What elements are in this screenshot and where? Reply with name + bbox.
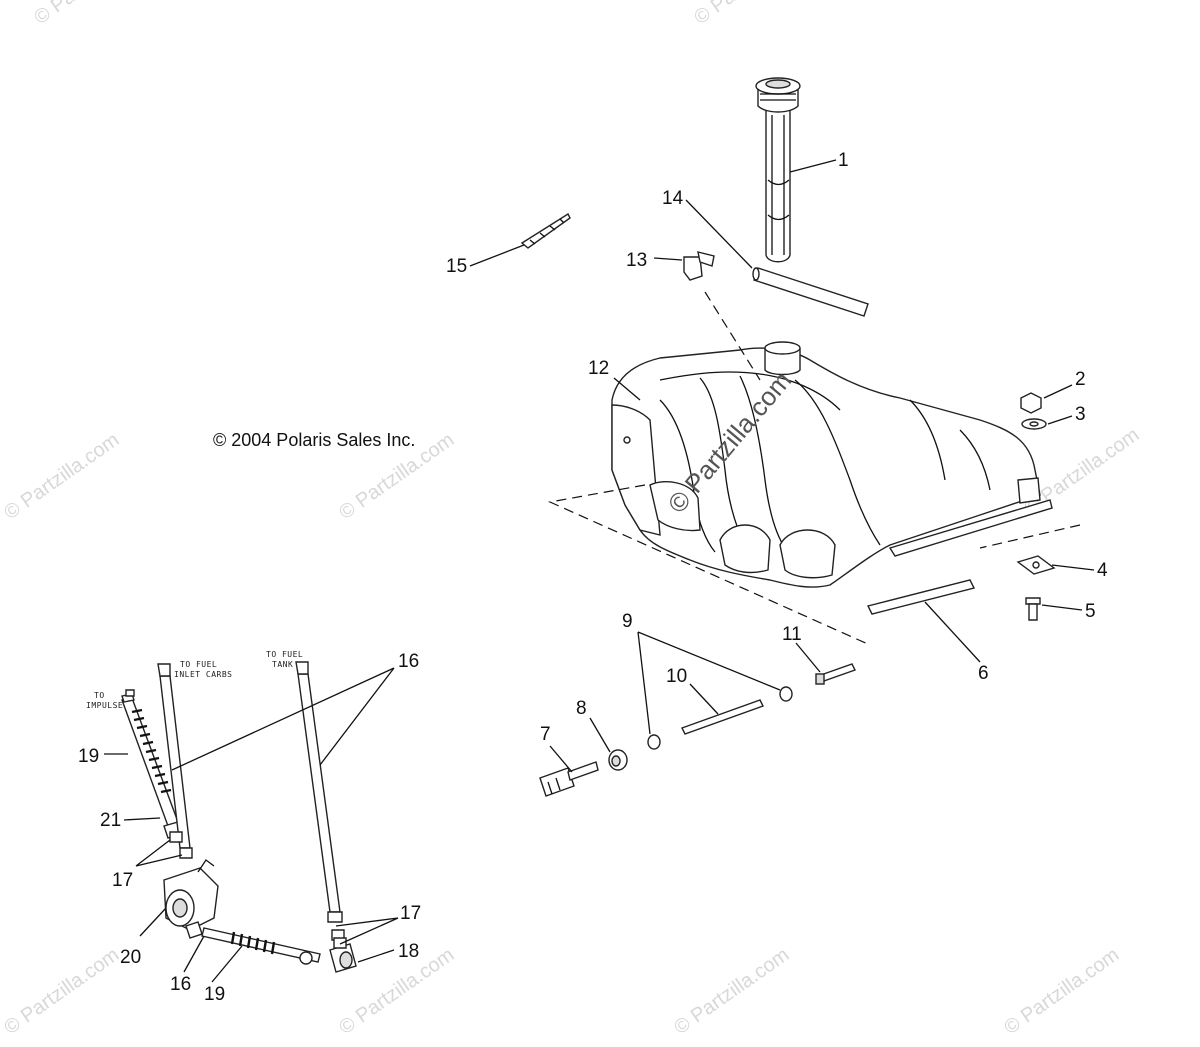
callout-16: 16 bbox=[170, 974, 191, 995]
grommet bbox=[779, 686, 793, 702]
callout-11: 11 bbox=[782, 624, 802, 645]
callout-2: 2 bbox=[1075, 369, 1086, 390]
vent-hose bbox=[753, 267, 869, 317]
watermark-text: © Partzilla.com bbox=[670, 944, 793, 1039]
callout-17: 17 bbox=[112, 870, 133, 891]
callout-16: 16 bbox=[398, 651, 419, 672]
filler-neck-assembly bbox=[755, 77, 801, 263]
leader-lines bbox=[104, 159, 1095, 983]
callout-14: 14 bbox=[662, 188, 684, 209]
callout-10: 10 bbox=[666, 666, 687, 687]
pin bbox=[815, 663, 856, 685]
hose-label-impulse: TO bbox=[94, 691, 105, 700]
grommet bbox=[647, 734, 661, 750]
callout-1: 1 bbox=[838, 150, 849, 171]
callout-numbers: 1 2 3 4 5 6 7 8 9 10 11 12 13 14 15 16 1… bbox=[78, 150, 1108, 1005]
watermark-text: © Partzilla.com bbox=[0, 429, 123, 524]
hose-label-carbs: INLET CARBS bbox=[174, 670, 232, 679]
copyright-text: © 2004 Polaris Sales Inc. bbox=[213, 430, 415, 450]
callout-4: 4 bbox=[1097, 560, 1108, 581]
vent-valve bbox=[683, 251, 715, 281]
fuel-sender bbox=[539, 761, 599, 797]
callout-3: 3 bbox=[1075, 404, 1086, 425]
callout-7: 7 bbox=[540, 724, 551, 745]
callout-6: 6 bbox=[978, 663, 989, 684]
watermark-text: © Partzilla.com bbox=[0, 944, 123, 1039]
callout-19: 19 bbox=[78, 746, 99, 767]
callout-18: 18 bbox=[398, 941, 419, 962]
watermark-text: © Partzilla.com bbox=[30, 0, 153, 29]
callout-19: 19 bbox=[204, 984, 225, 1005]
watermark-text: © Partzilla.com bbox=[690, 0, 813, 29]
fuel-tank: © Partzilla.com bbox=[611, 341, 1053, 588]
rod bbox=[681, 699, 764, 735]
mount-bolt bbox=[1025, 597, 1041, 621]
hose-label-tank: TANK bbox=[272, 660, 293, 669]
tie-strap bbox=[520, 212, 571, 249]
bushing bbox=[608, 749, 628, 771]
callout-5: 5 bbox=[1085, 601, 1096, 622]
fuel-line-assembly: TO IMPULSE TO FUEL INLET CARBS TO FUEL T… bbox=[86, 650, 357, 973]
hose-label-tank: TO FUEL bbox=[266, 650, 303, 659]
callout-12: 12 bbox=[588, 358, 609, 379]
watermark-text: © Partzilla.com bbox=[1000, 944, 1123, 1039]
callout-9: 9 bbox=[622, 611, 633, 632]
callout-8: 8 bbox=[576, 698, 587, 719]
mounting-plane-line bbox=[547, 484, 871, 646]
mounting-plane-line bbox=[704, 291, 761, 381]
callout-13: 13 bbox=[626, 250, 647, 271]
nut bbox=[1020, 392, 1042, 414]
callout-21: 21 bbox=[100, 810, 121, 831]
hose-label-impulse: IMPULSE bbox=[86, 701, 123, 710]
tank-rail-strip bbox=[866, 579, 976, 615]
hose-label-carbs: TO FUEL bbox=[180, 660, 217, 669]
callout-15: 15 bbox=[446, 256, 467, 277]
callout-17: 17 bbox=[400, 903, 421, 924]
mounting-plane-line bbox=[979, 524, 1081, 549]
callout-20: 20 bbox=[120, 947, 141, 968]
